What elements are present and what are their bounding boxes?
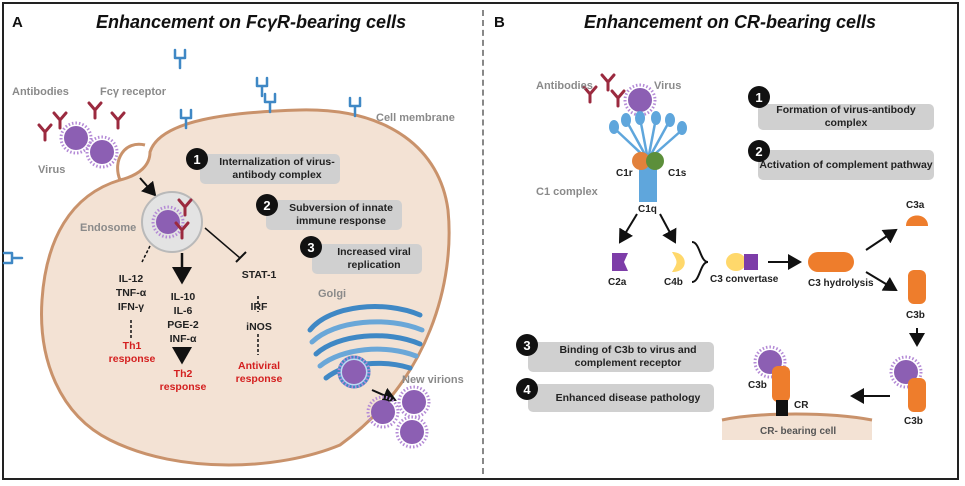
step-b3-text: Binding of C3b to virus and complement r… xyxy=(559,344,697,369)
antiviral-factor-inos: iNOS xyxy=(246,321,272,333)
step-b2-number: 2 xyxy=(748,140,770,162)
th2-cytokines: IL-10 IL-6 PGE-2 INF-α xyxy=(160,290,206,346)
c3b-label-bound: C3b xyxy=(748,380,767,391)
th2-line-2: IL-6 xyxy=(173,305,193,317)
panel-b-letter: B xyxy=(494,14,505,31)
step-b3-box: Binding of C3b to virus and complement r… xyxy=(528,342,714,372)
cr-label: CR xyxy=(794,400,809,411)
c4b-label: C4b xyxy=(664,277,683,288)
panel-b-title: Enhancement on CR-bearing cells xyxy=(584,12,877,32)
c3-hydrolysis-label: C3 hydrolysis xyxy=(808,278,874,289)
step-b1-number: 1 xyxy=(748,86,770,108)
step-b2-box: Activation of complement pathway xyxy=(758,150,934,180)
step-a1-number: 1 xyxy=(186,148,208,170)
c1q-label: C1q xyxy=(638,204,657,215)
virus-label: Virus xyxy=(38,164,66,176)
step-a2-text: Subversion of innate immune response xyxy=(289,202,393,227)
step-b3-number: 3 xyxy=(516,334,538,356)
b-virus-label: Virus xyxy=(654,80,682,92)
c3b-label-right: C3b xyxy=(904,416,923,427)
panel-a-title: Enhancement on FcγR-bearing cells xyxy=(96,12,407,32)
th2-response: Th2 response xyxy=(159,368,207,393)
th1-line-3: IFN-γ xyxy=(117,301,145,313)
b-antibodies-label: Antibodies xyxy=(536,80,593,92)
step-a2-number: 2 xyxy=(256,194,278,216)
c3b-label-top: C3b xyxy=(906,310,925,321)
antiviral-line-1: STAT-1 xyxy=(241,269,277,281)
step-b4-number: 4 xyxy=(516,378,538,400)
th2-line-4: INF-α xyxy=(169,333,197,345)
step-b4-text: Enhanced disease pathology xyxy=(555,391,701,404)
step-a2-box: Subversion of innate immune response xyxy=(266,200,402,230)
fc-receptor-label: Fcγ receptor xyxy=(100,86,167,98)
panel-a-letter: A xyxy=(12,14,23,31)
c3a-label: C3a xyxy=(906,200,925,211)
c1r-label: C1r xyxy=(616,168,633,179)
step-b4-box: Enhanced disease pathology xyxy=(528,384,714,412)
th2-line-1: IL-10 xyxy=(170,291,196,303)
antibodies-label: Antibodies xyxy=(12,86,69,98)
cell-membrane-label: Cell membrane xyxy=(376,112,455,124)
th2-line-3: PGE-2 xyxy=(167,319,199,331)
th1-cytokines: IL-12 TNF-α IFN-γ xyxy=(108,272,154,314)
new-virions-label: New virions xyxy=(402,374,464,386)
step-a1-box: Internalization of virus-antibody comple… xyxy=(200,154,340,184)
th1-response: Th1 response xyxy=(108,340,156,365)
step-a3-text: Increased viral replication xyxy=(337,246,411,271)
panel-divider xyxy=(482,10,484,474)
c1-complex-label: C1 complex xyxy=(536,186,598,198)
c1s-label: C1s xyxy=(668,168,687,179)
th1-line-2: TNF-α xyxy=(115,287,147,299)
cr-cell-label: CR- bearing cell xyxy=(760,426,837,437)
step-a1-text: Internalization of virus-antibody comple… xyxy=(219,156,335,181)
step-b1-box: Formation of virus-antibody complex xyxy=(758,104,934,130)
endosome-label: Endosome xyxy=(80,222,137,234)
step-a3-box: Increased viral replication xyxy=(312,244,422,274)
step-b2-text: Activation of complement pathway xyxy=(759,158,933,171)
step-a3-number: 3 xyxy=(300,236,322,258)
antiviral-factors: STAT-1 xyxy=(236,268,282,282)
c3-convertase-label: C3 convertase xyxy=(710,274,779,285)
antiviral-response: Antiviral response xyxy=(235,360,283,385)
step-b1-text: Formation of virus-antibody complex xyxy=(776,104,916,129)
c2a-label: C2a xyxy=(608,277,627,288)
th1-line-1: IL-12 xyxy=(118,273,144,285)
antiviral-factor-irf: IRF xyxy=(250,301,268,313)
figure-frame xyxy=(2,2,959,480)
golgi-label: Golgi xyxy=(318,288,347,300)
